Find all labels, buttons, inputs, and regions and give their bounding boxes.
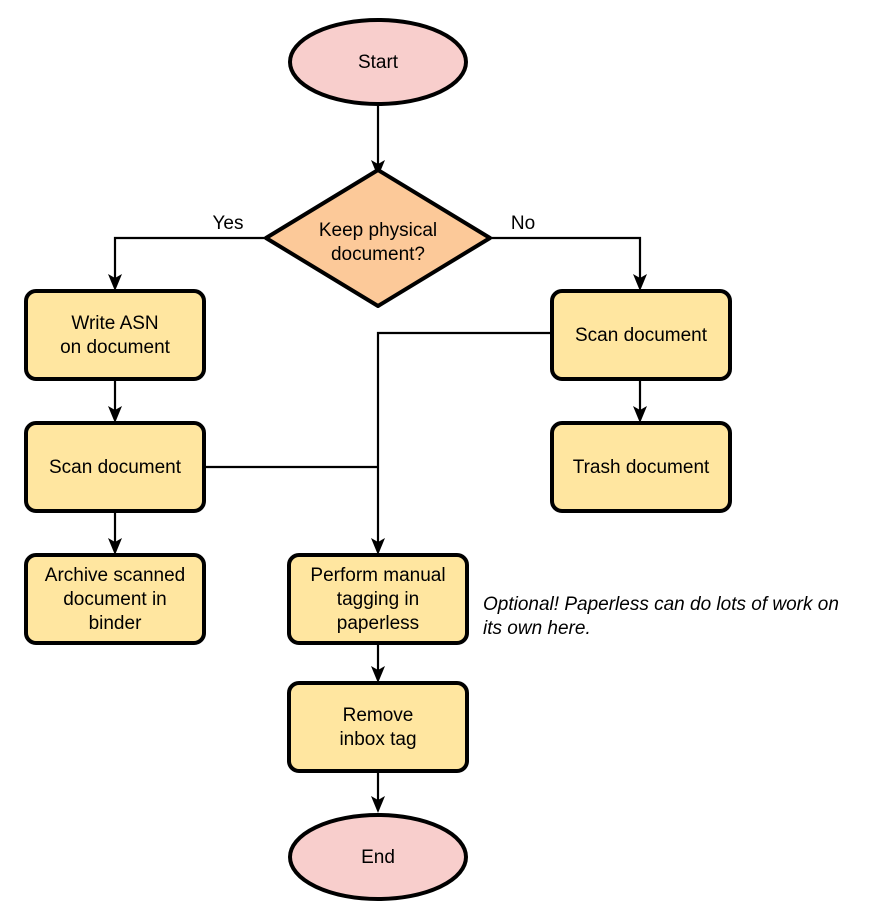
node-remove-inbox-label-line1: Remove: [343, 705, 414, 726]
edge-label-no: No: [511, 213, 535, 234]
node-decision-label-line1: Keep physical: [319, 220, 437, 241]
node-decision-label-line2: document?: [331, 244, 425, 265]
node-trash-document[interactable]: Trash document: [550, 421, 732, 513]
node-scan-document-left[interactable]: Scan document: [24, 421, 206, 513]
edge-scan-right-to-manual-tag: [371, 331, 552, 555]
node-remove-inbox-tag[interactable]: Remove inbox tag: [287, 681, 469, 773]
node-archive-label-line2: document in: [63, 589, 167, 610]
edge-scan-right-to-trash: [633, 379, 647, 423]
edge-label-yes: Yes: [213, 213, 244, 234]
note-optional-paperless: Optional! Paperless can do lots of work …: [483, 594, 839, 639]
node-write-asn-on-document[interactable]: Write ASN on document: [24, 289, 206, 381]
node-scan-document-left-label: Scan document: [49, 457, 182, 478]
edge-manual-tag-to-remove-inbox: [371, 643, 385, 683]
node-manual-tag-label-line1: Perform manual: [310, 565, 445, 586]
node-perform-manual-tagging-in-paperless[interactable]: Perform manual tagging in paperless: [287, 553, 469, 645]
node-end-label: End: [361, 847, 395, 868]
node-archive-label-line3: binder: [89, 613, 142, 634]
node-start-label: Start: [358, 52, 399, 73]
node-scan-document-right[interactable]: Scan document: [550, 289, 732, 381]
node-manual-tag-label-line3: paperless: [337, 613, 419, 634]
node-archive-scanned-document-in-binder[interactable]: Archive scanned document in binder: [24, 553, 206, 645]
node-write-asn-label-line1: Write ASN: [71, 313, 158, 334]
node-trash-document-label: Trash document: [573, 457, 710, 478]
note-line-2: its own here.: [483, 618, 591, 639]
edge-start-to-decision: [371, 103, 385, 177]
edge-remove-inbox-to-end: [371, 771, 385, 813]
note-line-1: Optional! Paperless can do lots of work …: [483, 594, 839, 615]
node-end[interactable]: End: [288, 813, 468, 901]
node-write-asn-label-line2: on document: [60, 337, 171, 358]
node-manual-tag-label-line2: tagging in: [337, 589, 419, 610]
node-start[interactable]: Start: [288, 18, 468, 106]
node-scan-document-right-label: Scan document: [575, 325, 708, 346]
node-decision-keep-physical-document[interactable]: Keep physical document?: [264, 168, 492, 308]
edge-write-asn-to-scan-left: [108, 379, 122, 423]
node-remove-inbox-label-line2: inbox tag: [339, 729, 416, 750]
edge-scan-left-to-archive: [108, 511, 122, 555]
node-archive-label-line1: Archive scanned: [45, 565, 185, 586]
edge-decision-to-write-asn: [108, 236, 266, 291]
edge-decision-to-scan-right: [490, 236, 647, 291]
